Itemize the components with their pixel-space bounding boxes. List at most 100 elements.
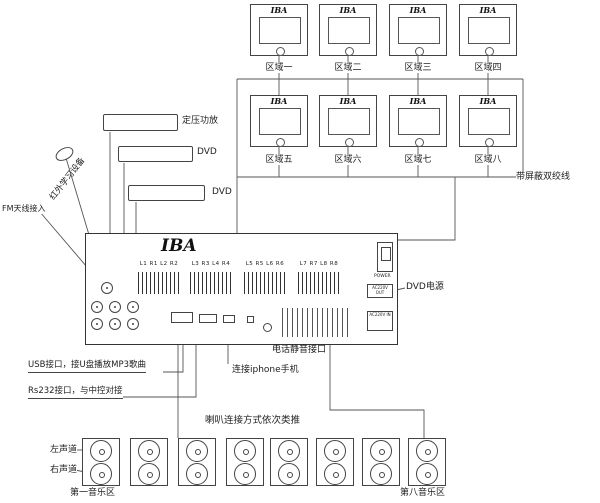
panel-knob [415, 138, 424, 147]
speaker-cone [416, 463, 438, 485]
speaker-note-label: 喇叭连接方式依次类推 [205, 415, 301, 426]
zone-label-4: 区域四 [473, 63, 503, 73]
speaker-box-4 [226, 438, 264, 486]
panel-knob [345, 47, 354, 56]
panel-knob [276, 47, 285, 56]
panel-knob [485, 138, 494, 147]
ac-outlet-dvd: AC220V OUT [367, 284, 393, 298]
panel-brand-logo: IBA [270, 96, 288, 106]
zone-label-2: 区域二 [333, 63, 363, 73]
zone-label-1: 区域一 [264, 63, 294, 73]
zone-panel-6: IBA [319, 95, 377, 147]
ac-in-label: AC220V IN [369, 312, 391, 317]
power-switch [377, 242, 393, 272]
dvd-power-label: DVD电源 [406, 282, 444, 293]
usb-port [171, 312, 193, 323]
speaker-cone [90, 440, 112, 462]
panel-knob [345, 138, 354, 147]
zone-panel-8: IBA [459, 95, 517, 147]
panel-brand-logo: IBA [339, 96, 357, 106]
power-switch-toggle [381, 247, 391, 261]
constant-voltage-amp-box [103, 114, 178, 131]
zone-label-8: 区域八 [473, 155, 503, 165]
panel-screen [328, 17, 370, 44]
fm-antenna-label: FM天线接入 [2, 203, 46, 214]
dvd-player-box-2 [128, 185, 205, 201]
zone-panel-3: IBA [389, 4, 447, 56]
zone-panel-5: IBA [250, 95, 308, 147]
usb-note-label: USB接口，接U盘播放MP3歌曲 [28, 360, 147, 373]
panel-screen [468, 17, 510, 44]
speaker-box-1 [82, 438, 120, 486]
dvd-player-label-1: DVD [197, 147, 217, 158]
zone-panel-1: IBA [250, 4, 308, 56]
speaker-cone [324, 440, 346, 462]
dvd-player-label-2: DVD [212, 187, 232, 198]
speaker-box-6 [316, 438, 354, 486]
panel-knob [485, 47, 494, 56]
ac-out-label: AC220V OUT [372, 285, 388, 295]
panel-knob [415, 47, 424, 56]
fm-antenna-jack [101, 282, 113, 294]
phone-mute-label: 电话静音接口 [272, 345, 327, 356]
panel-brand-logo: IBA [409, 96, 427, 106]
panel-screen [398, 108, 440, 135]
phone-mute-jack [263, 323, 272, 332]
panel-screen [259, 108, 301, 135]
iphone-dock-port [223, 315, 235, 323]
panel-brand-logo: IBA [479, 5, 497, 15]
speaker-cone [370, 463, 392, 485]
channel-label-3: L5 R5 L6 R6 [245, 261, 285, 267]
zone-label-3: 区域三 [403, 63, 433, 73]
rs232-note-label: Rs232接口，与中控对接 [28, 386, 123, 399]
panel-brand-logo: IBA [339, 5, 357, 15]
first-music-zone-label: 第一音乐区 [70, 488, 116, 499]
speaker-box-8 [408, 438, 446, 486]
zone-label-5: 区域五 [264, 155, 294, 165]
speaker-terminal-block-4 [298, 272, 340, 294]
right-channel-label: 右声道 [50, 465, 78, 476]
panel-screen [468, 108, 510, 135]
rca-input-jack [127, 318, 139, 330]
speaker-cone [234, 463, 256, 485]
speaker-terminal-block-2 [190, 272, 232, 294]
aux-port [247, 316, 254, 323]
speaker-cone [370, 440, 392, 462]
speaker-cone [186, 440, 208, 462]
zone-panel-7: IBA [389, 95, 447, 147]
speaker-box-3 [178, 438, 216, 486]
speaker-cone [324, 463, 346, 485]
left-channel-label: 左声道 [50, 445, 78, 456]
zone-panel-4: IBA [459, 4, 517, 56]
ac-inlet: AC220V IN [367, 311, 393, 331]
channel-label-1: L1 R1 L2 R2 [139, 261, 179, 267]
speaker-box-2 [130, 438, 168, 486]
speaker-box-5 [270, 438, 308, 486]
speaker-cone [278, 440, 300, 462]
panel-screen [398, 17, 440, 44]
constant-voltage-amp-label: 定压功放 [182, 116, 219, 127]
shielded-wire-label: 带屏蔽双绞线 [516, 172, 571, 183]
panel-brand-logo: IBA [409, 5, 427, 15]
panel-brand-logo: IBA [479, 96, 497, 106]
panel-knob [276, 138, 285, 147]
rca-input-jack [91, 301, 103, 313]
amp-brand-logo: IBA [161, 236, 197, 256]
panel-screen [259, 17, 301, 44]
speaker-cone [138, 440, 160, 462]
main-amplifier-unit: IBA POWER L1 R1 L2 R2 L3 R3 L4 R4 L5 R5 … [85, 233, 398, 345]
rs232-port [199, 314, 217, 323]
speaker-terminal-block-3 [244, 272, 286, 294]
channel-label-2: L3 R3 L4 R4 [191, 261, 231, 267]
speaker-cone [186, 463, 208, 485]
iphone-label: 连接iphone手机 [232, 365, 299, 376]
rca-input-jack [109, 301, 121, 313]
dvd-player-box-1 [118, 146, 193, 162]
rca-input-jack [127, 301, 139, 313]
zone-label-7: 区域七 [403, 155, 433, 165]
vent-grille [282, 308, 352, 337]
zone-panel-2: IBA [319, 4, 377, 56]
speaker-cone [278, 463, 300, 485]
power-switch-label: POWER [374, 274, 391, 279]
